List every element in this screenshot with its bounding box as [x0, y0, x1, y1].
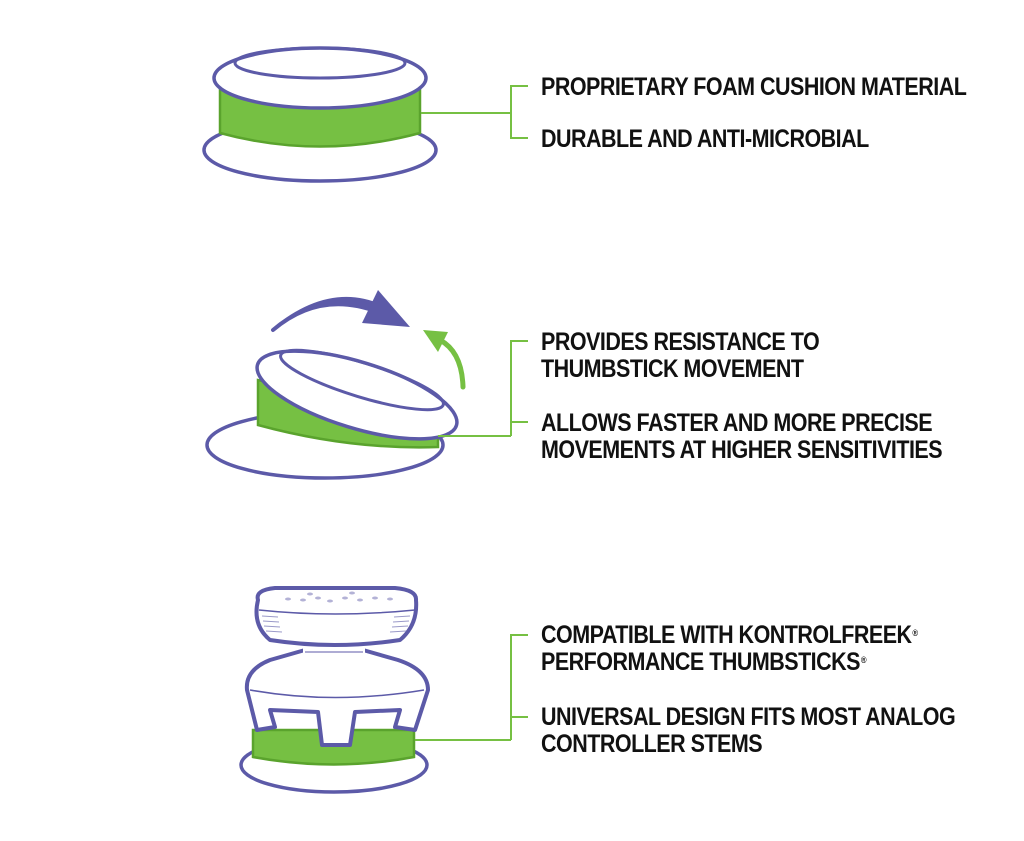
- feature-resistance-bullet-1: PROVIDES RESISTANCE TO THUMBSTICK MOVEME…: [541, 328, 820, 383]
- bullet-text: PROPRIETARY FOAM CUSHION MATERIAL: [541, 73, 967, 101]
- registered-trademark-mark: ®: [912, 628, 918, 638]
- return-arrow-icon: [437, 337, 466, 390]
- feature-foam-bullet-2: DURABLE AND ANTI-MICROBIAL: [541, 126, 869, 153]
- feature-compatibility-bullet-2: UNIVERSAL DESIGN FITS MOST ANALOG CONTRO…: [541, 703, 956, 758]
- thumbstick-performance-cap-illustration: [239, 586, 528, 794]
- dot-texture: [285, 591, 393, 603]
- bullet-text-line: PROVIDES RESISTANCE TO: [541, 328, 820, 356]
- bullet-text-line: THUMBSTICK MOVEMENT: [541, 355, 804, 383]
- bracket-icon: [510, 340, 528, 436]
- bullet-text: DURABLE AND ANTI-MICROBIAL: [541, 125, 869, 153]
- rotation-arrow-icon: [271, 296, 384, 332]
- thumbstick-foam-cushion-illustration: [202, 46, 528, 183]
- bullet-text-line: ALLOWS FASTER AND MORE PRECISE: [541, 409, 933, 437]
- feature-foam-bullet-1: PROPRIETARY FOAM CUSHION MATERIAL: [541, 73, 967, 101]
- grip-texture: [261, 615, 411, 633]
- bullet-text-line: MOVEMENTS AT HIGHER SENSITIVITIES: [541, 436, 943, 464]
- feature-compatibility-bullet-1: COMPATIBLE WITH KONTROLFREEK® PERFORMANC…: [541, 622, 918, 676]
- bullet-text-line: UNIVERSAL DESIGN FITS MOST ANALOG: [541, 703, 956, 731]
- bullet-text-line: CONTROLLER STEMS: [541, 730, 763, 758]
- feature-resistance-bullet-2: ALLOWS FASTER AND MORE PRECISE MOVEMENTS…: [541, 409, 943, 464]
- bracket-icon: [510, 634, 528, 740]
- bullet-text-line: PERFORMANCE THUMBSTICKS: [541, 648, 861, 676]
- thumbstick-tilted-illustration: [205, 290, 528, 480]
- bullet-text-line: COMPATIBLE WITH KONTROLFREEK: [541, 621, 912, 649]
- bracket-icon: [510, 85, 528, 139]
- registered-trademark-mark: ®: [860, 655, 867, 665]
